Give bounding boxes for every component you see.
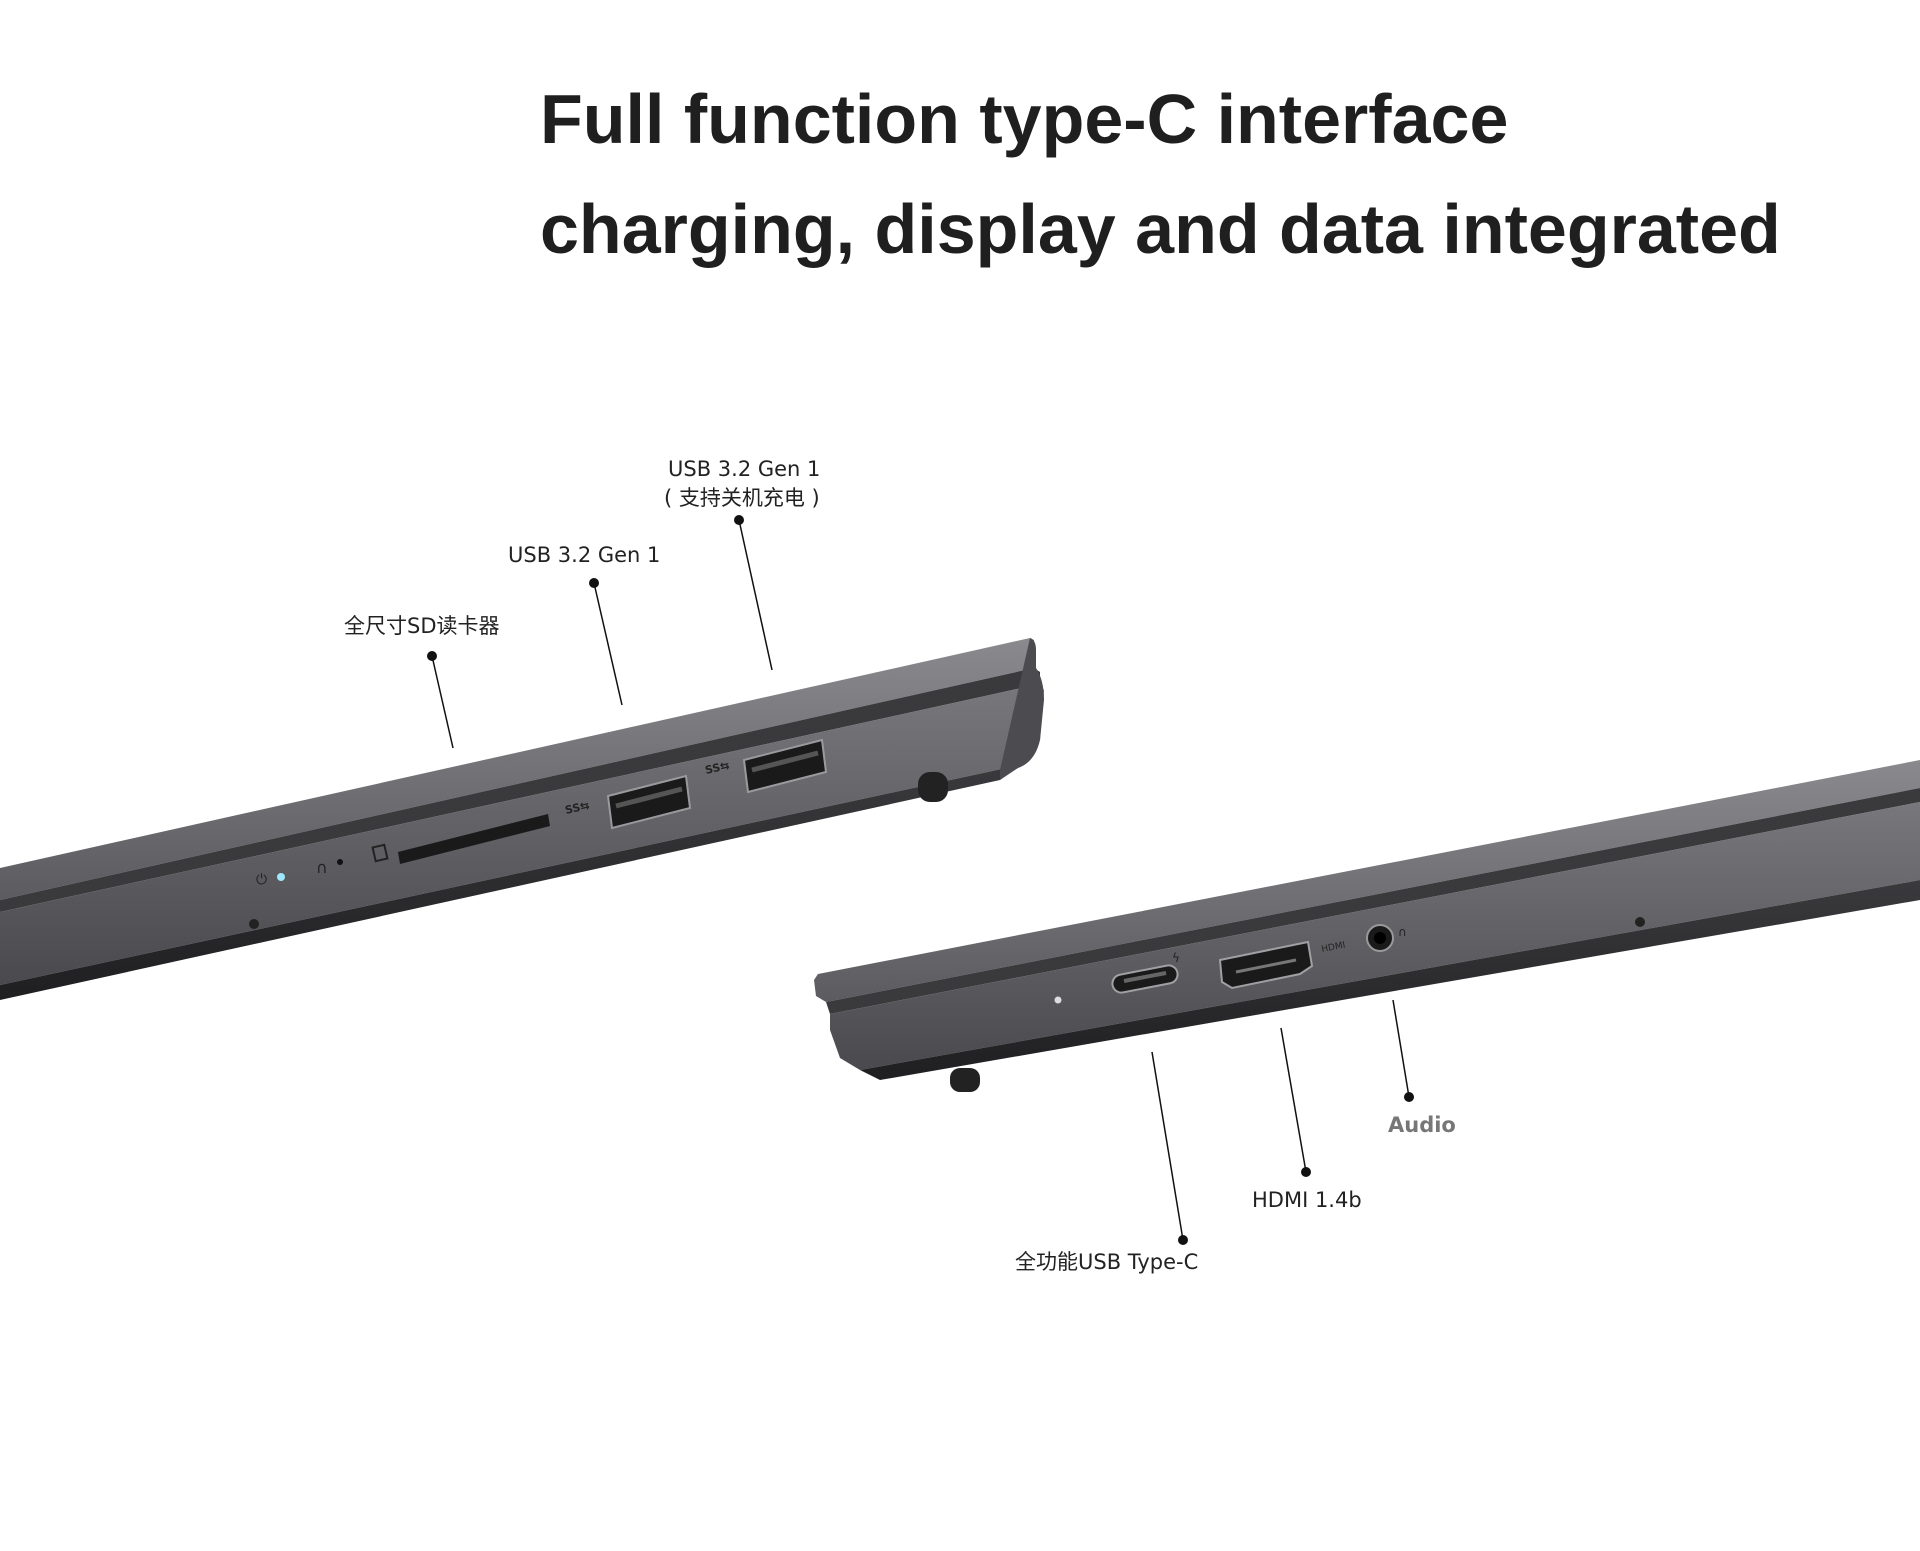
usb2-tongue xyxy=(751,750,819,773)
left-lid-top xyxy=(0,638,1034,900)
left-screw xyxy=(249,919,259,929)
callout-sd-reader: 全尺寸SD读卡器 xyxy=(344,614,500,638)
leader-usb1-dot xyxy=(589,578,599,588)
right-screw xyxy=(1635,917,1645,927)
right-foot xyxy=(950,1068,980,1092)
usb1-tongue xyxy=(615,786,683,809)
headline-line-2: charging, display and data integrated xyxy=(540,190,1781,268)
leader-usb1 xyxy=(593,582,623,706)
sd-card-slot[interactable] xyxy=(398,814,550,864)
left-front-corner xyxy=(1000,638,1044,780)
mic-hole xyxy=(337,859,343,865)
leader-audio-dot xyxy=(1404,1092,1414,1102)
left-base-bottom xyxy=(0,765,1020,1000)
usb2-logo: SS⇆ xyxy=(704,759,731,777)
audio-jack-hole xyxy=(1374,932,1386,944)
left-foot xyxy=(918,772,948,802)
left-laptop: ⏻ ∩ SS⇆ SS⇆ xyxy=(0,515,1044,1000)
leader-hdmi xyxy=(1280,1027,1307,1173)
power-led xyxy=(277,873,285,881)
headset-icon: ∩ xyxy=(316,858,328,877)
right-status-led xyxy=(1054,996,1062,1004)
usb-c-charge-icon: ϟ xyxy=(1172,951,1180,965)
leader-usb-c xyxy=(1151,1051,1184,1241)
leader-usb2-dot xyxy=(734,515,744,525)
leader-usb2 xyxy=(738,519,773,671)
headline-line-1: Full function type-C interface xyxy=(540,80,1509,158)
right-lid-bevel xyxy=(826,788,1920,1014)
right-base-bottom xyxy=(860,880,1920,1080)
leader-audio xyxy=(1392,999,1410,1098)
usb1-logo: SS⇆ xyxy=(564,799,591,817)
headphone-icon: ∩ xyxy=(1398,925,1407,939)
callout-usb-c: 全功能USB Type-C xyxy=(1015,1250,1199,1274)
sd-card-icon xyxy=(371,843,389,863)
callout-usb-a-2: USB 3.2 Gen 1 xyxy=(668,457,821,481)
callout-usb-a-2-note: ( 支持关机充电 ) xyxy=(664,486,820,510)
leader-hdmi-dot xyxy=(1301,1167,1311,1177)
usb-a-port-2[interactable] xyxy=(742,738,828,794)
power-icon: ⏻ xyxy=(256,872,267,888)
usb-c-tongue xyxy=(1123,971,1167,983)
hdmi-pins xyxy=(1235,958,1297,974)
right-laptop: ϟ HDMI ∩ xyxy=(814,760,1920,1245)
usb-a-port-1[interactable] xyxy=(606,774,692,830)
left-lid-bevel xyxy=(0,668,1040,912)
hdmi-port-label: HDMI xyxy=(1321,941,1347,955)
callout-usb-a-1: USB 3.2 Gen 1 xyxy=(508,543,661,567)
leader-sd-dot xyxy=(427,651,437,661)
leader-usb-c-dot xyxy=(1178,1235,1188,1245)
callout-audio: Audio xyxy=(1388,1113,1456,1137)
right-lid-top xyxy=(814,760,1920,1002)
callout-hdmi: HDMI 1.4b xyxy=(1252,1188,1362,1212)
leader-sd xyxy=(431,655,454,749)
